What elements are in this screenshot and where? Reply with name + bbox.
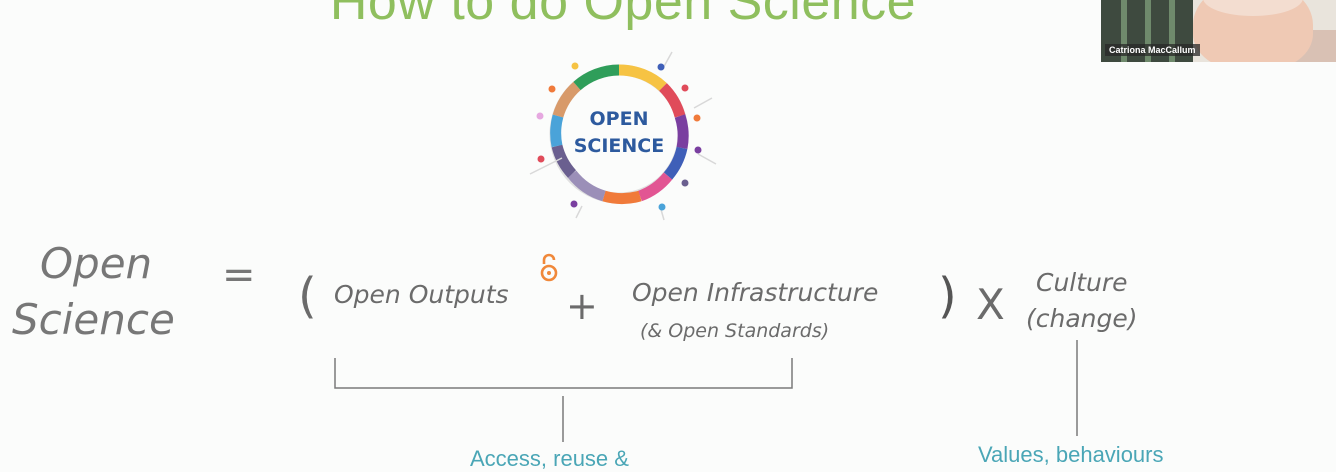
plus-sign: + xyxy=(566,284,598,328)
logo-text: OPEN SCIENCE xyxy=(522,106,716,160)
open-science-logo xyxy=(529,51,717,221)
equals-sign: = xyxy=(222,252,256,298)
logo-text-science: SCIENCE xyxy=(573,135,665,157)
logo-ring xyxy=(549,64,689,205)
term-change: (change) xyxy=(1026,304,1138,333)
open-paren: ( xyxy=(298,268,317,324)
slide-title: How to do Open Science xyxy=(329,0,917,31)
bracket-lines xyxy=(334,340,1078,442)
annotation-values-behaviours: Values, behaviours xyxy=(978,442,1164,467)
logo-dots xyxy=(536,62,702,211)
participant-name: Catriona MacCallum xyxy=(1105,44,1200,56)
term-culture: Culture xyxy=(1036,268,1128,297)
lhs-word-open: Open xyxy=(40,239,153,288)
term-open-outputs: Open Outputs xyxy=(334,280,509,309)
term-open-infrastructure: Open Infrastructure xyxy=(632,278,879,307)
open-access-icon xyxy=(540,253,558,282)
participant-face xyxy=(1193,0,1313,62)
equation-lhs: Open Science xyxy=(12,236,175,348)
video-thumbnail[interactable]: Catriona MacCallum xyxy=(1101,0,1336,62)
annotation-access-reuse: Access, reuse & xyxy=(470,446,629,471)
logo-text-open: OPEN xyxy=(589,108,649,130)
term-open-standards-note: (& Open Standards) xyxy=(640,320,830,342)
times-sign: X xyxy=(976,280,1005,329)
outputs-infrastructure-bracket xyxy=(334,358,793,389)
close-paren: ) xyxy=(938,268,957,324)
lhs-word-science: Science xyxy=(12,295,175,344)
